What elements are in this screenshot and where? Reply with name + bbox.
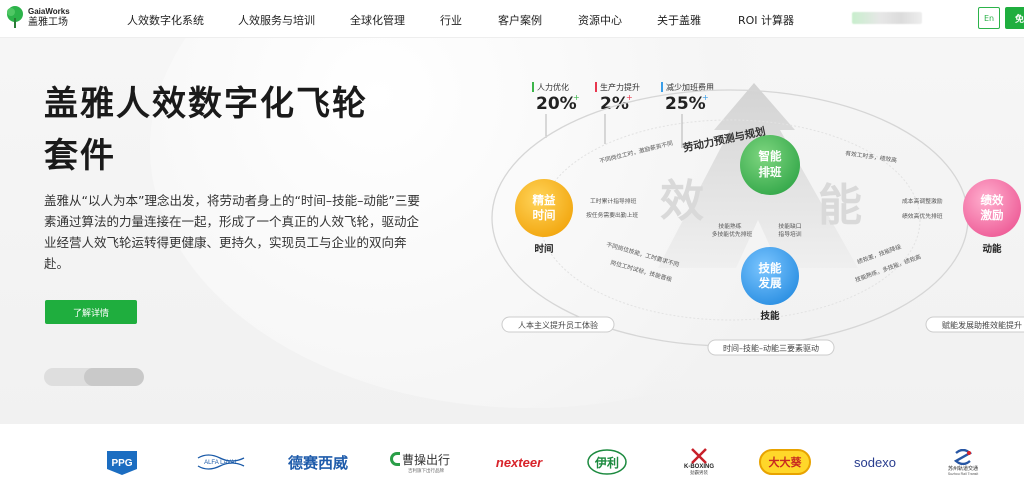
svg-text:人力优化: 人力优化: [537, 82, 569, 92]
svg-text:技能: 技能: [759, 261, 782, 275]
tree-logo-icon: [5, 5, 25, 29]
top-nav: GaiaWorks 盖雅工场 人效数字化系统 人效服务与培训 全球化管理 行业 …: [0, 0, 1024, 38]
stat-productivity: 生产力提升 2% +: [595, 82, 640, 114]
svg-text:发展: 发展: [758, 276, 782, 290]
svg-text:激励: 激励: [981, 208, 1004, 222]
svg-text:20%: 20%: [536, 94, 577, 114]
svg-text:人本主义提升员工体验: 人本主义提升员工体验: [518, 320, 598, 330]
pill-bottom: 时间–技能–动能三要素驱动: [707, 339, 835, 356]
learn-more-button[interactable]: 了解详情: [45, 300, 137, 324]
client-logos-strip: PPG ALFA LAVAL 德赛西威 曹操出行 吉利旗下出行品牌 nextee…: [0, 424, 1024, 502]
svg-text:+: +: [626, 93, 633, 102]
language-button[interactable]: En: [978, 7, 1000, 29]
nav-item-digital-system[interactable]: 人效数字化系统: [127, 14, 204, 27]
nav-item-service-training[interactable]: 人效服务与培训: [238, 14, 315, 27]
annotation-10: 指导培训: [778, 230, 801, 238]
svg-text:+: +: [573, 93, 580, 102]
svg-text:绩效: 绩效: [981, 193, 1004, 207]
svg-text:智能: 智能: [759, 149, 782, 163]
nav-item-global[interactable]: 全球化管理: [350, 14, 405, 27]
circle-time: 精益 时间 时间: [515, 179, 573, 255]
nav-item-industry[interactable]: 行业: [440, 14, 462, 27]
nav-item-resources[interactable]: 资源中心: [578, 14, 622, 27]
flywheel-diagram: 效 能 人力优化 20% + 生产力提升 2% + 减少加班费用 25% + 劳…: [491, 82, 1024, 356]
client-logo-dadaying[interactable]: 大大葵: [758, 444, 812, 480]
client-logo-nexteer[interactable]: nexteer: [495, 454, 543, 470]
client-logo-ppg[interactable]: PPG: [103, 444, 141, 480]
svg-text:减少加班费用: 减少加班费用: [666, 82, 714, 92]
nav-item-roi[interactable]: ROI 计算器: [738, 14, 795, 27]
annotation-4: 按任务需要出勤上班: [586, 211, 638, 219]
client-logo-suzhou-rail[interactable]: 苏州轨道交通 Suzhou Rail Transit: [935, 444, 991, 480]
svg-text:动能: 动能: [982, 243, 1002, 255]
circle-schedule: 智能 排班: [740, 135, 800, 195]
nav-item-cases[interactable]: 客户案例: [498, 14, 542, 27]
logo-chinese: 盖雅工场: [28, 17, 68, 28]
svg-text:技能: 技能: [760, 310, 780, 322]
svg-text:精益: 精益: [533, 193, 556, 207]
gaiaworks-logo[interactable]: GaiaWorks 盖雅工场: [5, 5, 70, 29]
nav-item-about[interactable]: 关于盖雅: [657, 14, 701, 27]
svg-text:时间–技能–动能三要素驱动: 时间–技能–动能三要素驱动: [723, 343, 819, 353]
hero-description: 盖雅从“以人为本”理念出发，将劳动者身上的“时间–技能–动能”三要素通过算法的力…: [44, 193, 420, 271]
logo-english: GaiaWorks: [28, 7, 70, 16]
svg-text:时间: 时间: [533, 208, 556, 222]
svg-text:伊利: 伊利: [594, 455, 619, 470]
stat-workforce: 人力优化 20% +: [532, 82, 580, 114]
svg-text:25%: 25%: [665, 94, 706, 114]
user-info-blurred: [852, 12, 922, 24]
annotation-8: 多技能优先排班: [712, 230, 753, 238]
stat-overtime: 减少加班费用 25% +: [661, 82, 714, 114]
svg-text:时间: 时间: [534, 243, 553, 255]
svg-text:+: +: [702, 93, 709, 102]
annotation-3: 工时累计指导排班: [590, 197, 637, 205]
circle-skill: 技能 发展 技能: [741, 247, 799, 322]
annotation-6: 绩效高优先排班: [902, 212, 943, 220]
svg-text:排班: 排班: [759, 165, 782, 179]
svg-text:PPG: PPG: [111, 458, 132, 469]
client-logo-yili[interactable]: 伊利: [586, 444, 628, 480]
annotation-9: 技能缺口: [778, 222, 801, 230]
free-trial-button[interactable]: 免: [1005, 7, 1024, 29]
hero-title: 盖雅人效数字化飞轮 套件: [44, 78, 368, 182]
client-logo-caocao[interactable]: 曹操出行 吉利旗下出行品牌: [388, 444, 452, 480]
svg-text:赋能发展助推效能提升: 赋能发展助推效能提升: [942, 320, 1022, 330]
svg-text:生产力提升: 生产力提升: [600, 82, 640, 92]
annotation-7: 技能熟练: [718, 222, 741, 230]
pill-right: 赋能发展助推效能提升: [925, 316, 1024, 333]
carousel-pager[interactable]: [44, 368, 144, 386]
pill-left: 人本主义提升员工体验: [501, 316, 615, 333]
big-char-2: 能: [818, 180, 862, 231]
big-char-1: 效: [660, 176, 704, 227]
client-logo-kboxing[interactable]: K-BOXING 劲霸男装: [676, 444, 722, 480]
svg-text:ALFA LAVAL: ALFA LAVAL: [204, 460, 238, 466]
circle-motive: 绩效 激励 动能: [963, 179, 1021, 255]
client-logo-desay[interactable]: 德赛西威: [287, 453, 348, 472]
carousel-active-dot[interactable]: [84, 368, 144, 386]
hero-title-line1: 盖雅人效数字化飞轮: [44, 84, 368, 124]
annotation-2: 有效工时多，绩效高: [845, 149, 898, 164]
svg-text:2%: 2%: [600, 94, 629, 114]
client-logo-sodexo[interactable]: sodexo: [854, 454, 896, 470]
client-logo-alfa-laval[interactable]: ALFA LAVAL: [196, 444, 246, 480]
annotation-5: 成本高调整激励: [902, 197, 943, 205]
hero-title-line2: 套件: [44, 136, 116, 176]
